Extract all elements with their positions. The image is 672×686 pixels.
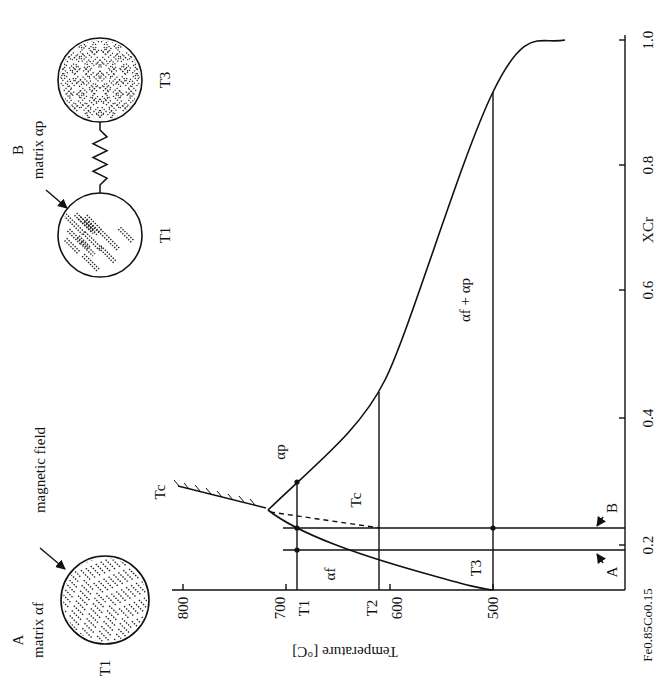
diagram-label: T3: [468, 560, 485, 577]
diagram-label: 800: [175, 597, 192, 620]
axis-tick: [619, 544, 625, 545]
diagram-label: Temperature [°C]: [292, 644, 397, 661]
diagram-label: T1: [296, 600, 313, 617]
microstructure-circle: T1: [58, 193, 142, 277]
axis-tick: [389, 584, 390, 590]
diagram-label: 600: [389, 597, 406, 620]
axis-tick: [619, 417, 625, 418]
diagram-label: magnetic field: [32, 427, 49, 513]
isotherm-line: [378, 392, 379, 590]
field-arrow: [46, 190, 67, 208]
state-dot: [490, 525, 495, 530]
diagram-label: 1.0: [640, 31, 657, 50]
diagram-label: Tc: [152, 485, 169, 500]
pointer-arrow: [597, 554, 603, 563]
field-arrow: [40, 548, 65, 569]
diagram-label: 700: [272, 597, 289, 620]
diagram-label: T2: [364, 600, 381, 617]
microstructure-circle: T3: [58, 38, 142, 122]
circle-shape: [58, 193, 142, 277]
alloy-line: [283, 527, 625, 528]
circle-label: T3: [157, 72, 174, 89]
hatching: [174, 480, 255, 505]
temperature-axis: [172, 589, 625, 590]
diagram-label: αp: [272, 444, 289, 459]
grain-outline: [61, 556, 149, 644]
grain-outline: [58, 193, 142, 277]
circle-label: A: [10, 635, 27, 646]
diagram-label: αf + αp: [457, 278, 474, 322]
state-dot: [294, 525, 299, 530]
diagram-label: 0.4: [640, 409, 657, 428]
axis-tick: [619, 39, 625, 40]
diagram-label: A: [604, 567, 621, 578]
grain-outline: [58, 38, 142, 122]
curie-line: [270, 512, 380, 528]
diagram-label: Fe0.85Co0.15: [641, 588, 655, 662]
circle-shape: [58, 38, 142, 122]
diagram-label: 0.6: [640, 281, 657, 300]
curie-hatch-line: [178, 486, 266, 508]
diagram-label: B: [604, 503, 621, 513]
circle-label: T1: [97, 660, 114, 677]
circle-shape: [61, 556, 149, 644]
state-dot: [294, 479, 299, 484]
diagram-label: αf: [322, 568, 339, 581]
composition-axis: [624, 35, 625, 590]
isotherm-line: [492, 92, 493, 590]
diagram-label: B: [10, 145, 27, 155]
circle-label: T1: [157, 227, 174, 244]
state-dot: [294, 547, 299, 552]
isotherm-line: [296, 482, 297, 590]
diagram-label: 0.2: [640, 536, 657, 555]
circle-label: matrix αf: [30, 602, 47, 658]
axis-tick: [285, 584, 286, 590]
axis-tick: [619, 289, 625, 290]
diagram-label: 500: [485, 597, 502, 620]
diagram-label: 0.8: [640, 156, 657, 175]
axis-tick: [182, 584, 183, 590]
spring-connector: [93, 122, 107, 193]
diagram-label: matrix αp: [30, 121, 47, 179]
microstructure-circle: Amatrix αfT1: [61, 556, 149, 644]
diagram-label: XCr: [640, 217, 657, 243]
alloy-line: [283, 549, 625, 550]
pointer-arrow: [597, 517, 603, 526]
axis-tick: [619, 164, 625, 165]
particle-pattern: [45, 538, 167, 660]
particle-pattern: [41, 21, 160, 140]
alpha-p-boundary: [268, 40, 565, 510]
diagram-label: Tc: [348, 493, 365, 508]
particle-pattern: [64, 213, 135, 271]
